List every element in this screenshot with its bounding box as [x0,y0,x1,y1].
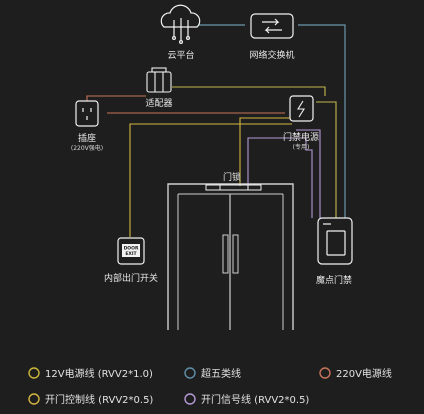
exit-button-icon: DOOR EXIT [117,237,145,265]
socket-label: 插座 [78,132,96,144]
adapter-label: 适配器 [145,98,172,109]
power-adapter: 适配器 [145,67,173,109]
220v-wires [86,95,285,114]
legend-swatch-signal [184,393,196,405]
legend-label-12v: 12V电源线 (RVV2*1.0) [45,367,153,380]
legend-item-signal: 开门信号线 (RVV2*0.5) [184,393,309,406]
magnetic-lock: 门锁 [205,171,262,191]
cloud-platform: 云平台 [160,4,201,61]
cloud-label: 云平台 [167,49,194,61]
legend-swatch-open-control [28,393,40,405]
wall-socket: 插座 (220V强电) [71,100,103,152]
cat5-wires [198,24,346,218]
power-supply-note: (专用) [293,143,310,151]
access-terminal: 魔点门禁 [316,217,353,286]
legend-label-cat5: 超五类线 [201,367,241,380]
switch-icon [250,13,294,39]
power-supply-icon [289,95,314,122]
legend: 12V电源线 (RVV2*1.0) 超五类线 220V电源线 开门控制线 (RV… [28,367,392,406]
exit-button-label: 内部出门开关 [104,272,158,284]
terminal-label: 魔点门禁 [316,274,352,286]
switch-label: 网络交换机 [249,49,294,61]
access-power-supply: 门禁电源 (专用) [283,95,319,151]
legend-swatch-220v [319,367,331,379]
legend-item-open-control: 开门控制线 (RVV2*0.5) [28,393,153,406]
cloud-icon [160,4,201,44]
double-door [167,183,294,330]
network-switch: 网络交换机 [249,13,295,61]
exit-button-face: DOOR [124,246,139,252]
legend-item-cat5: 超五类线 [184,367,241,380]
right-door-handle [232,234,239,274]
legend-item-220v: 220V电源线 [319,367,392,380]
legend-label-220v: 220V电源线 [336,367,392,380]
exit-button-face2: EXIT [125,251,137,257]
legend-swatch-12v [28,367,40,379]
terminal-icon [317,217,353,265]
lock-label: 门锁 [223,171,241,183]
open-control-wires [129,117,292,237]
left-door-handle [222,234,229,274]
legend-label-open-control: 开门控制线 (RVV2*0.5) [45,393,153,406]
socket-note: (220V强电) [71,144,103,152]
legend-label-signal: 开门信号线 (RVV2*0.5) [201,393,309,406]
exit-button: DOOR EXIT 内部出门开关 [104,237,158,284]
legend-swatch-cat5 [184,367,196,379]
signal-wires [247,129,321,218]
legend-item-12v: 12V电源线 (RVV2*1.0) [28,367,153,380]
socket-icon [75,100,99,127]
power-supply-label: 门禁电源 [283,131,319,143]
adapter-icon [146,67,172,93]
12v-wires [172,86,337,218]
